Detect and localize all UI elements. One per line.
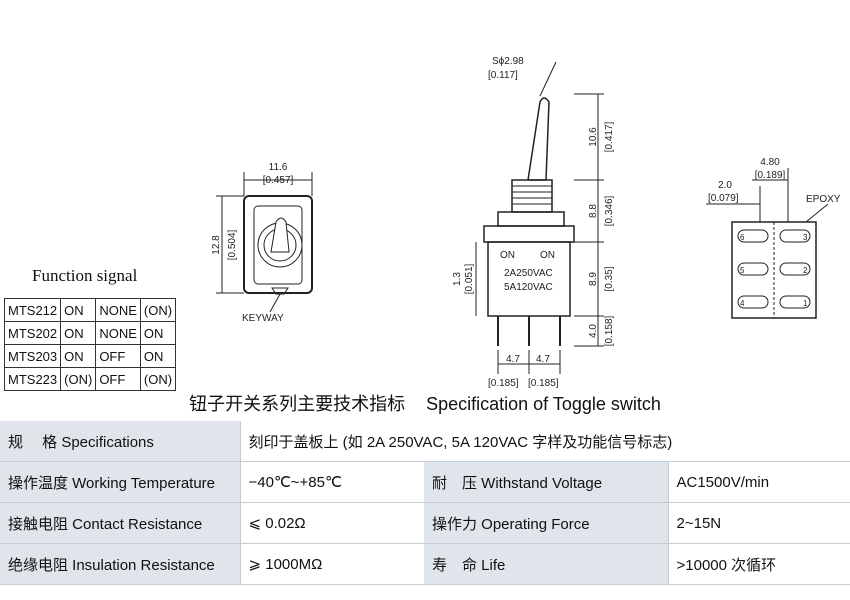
dim-pitch-b-inch: [0.185] xyxy=(528,378,559,389)
dim-thread-length: 8.8 xyxy=(588,204,599,218)
bottom-view xyxy=(706,168,829,319)
signal-cell: NONE xyxy=(95,321,141,345)
pin-5-label: 5 xyxy=(740,266,745,275)
dim-stem-diameter: Sϕ2.98 xyxy=(492,56,524,67)
function-signal-title: Function signal xyxy=(32,266,138,285)
table-row: 规 格 Specifications 刻印于盖板上 (如 2A 250VAC, … xyxy=(0,421,850,462)
dim-pitch-a: 4.7 xyxy=(506,354,520,365)
signal-cell: ON xyxy=(60,321,97,345)
spec-title-cn: 钮子开关系列主要技术指标 xyxy=(189,394,406,414)
dim-pitch-b: 4.7 xyxy=(536,354,550,365)
spec-value: AC1500V/min xyxy=(667,461,850,503)
spec-label: 规 格 Specifications xyxy=(0,421,240,462)
signal-cell: (ON) xyxy=(139,298,177,322)
dim-pin-length-inch: [0.158] xyxy=(604,315,615,346)
spec-value: 2~15N xyxy=(667,502,850,544)
dim-pin-offset-inch: [0.079] xyxy=(708,193,739,204)
body-rating-2: 5A120VAC xyxy=(504,282,553,293)
keyway-label: KEYWAY xyxy=(242,313,284,324)
spec-value: >10000 次循环 xyxy=(667,543,850,585)
spec-table: 规 格 Specifications 刻印于盖板上 (如 2A 250VAC, … xyxy=(0,421,850,585)
pin-3-label: 3 xyxy=(803,233,808,242)
signal-cell: ON xyxy=(60,298,97,322)
spec-value: ⩾ 1000MΩ xyxy=(239,543,424,585)
dim-height: 12.8 xyxy=(211,235,222,255)
epoxy-label: EPOXY xyxy=(806,194,841,205)
model-cell: MTS212 xyxy=(3,298,62,322)
dim-lever-length: 10.6 xyxy=(588,127,599,147)
body-rating-1: 2A250VAC xyxy=(504,268,553,279)
table-row: 接触电阻 Contact Resistance ⩽ 0.02Ω 操作力 Oper… xyxy=(0,502,850,544)
signal-cell: ON xyxy=(60,344,97,368)
dim-body-length-inch: [0.35] xyxy=(604,266,615,291)
spec-label: 操作温度 Working Temperature xyxy=(0,461,240,503)
spec-title-en: Specification of Toggle switch xyxy=(426,394,661,414)
pin-4-label: 4 xyxy=(740,299,745,308)
dim-pin-offset: 2.0 xyxy=(718,180,732,191)
dim-pitch-a-inch: [0.185] xyxy=(488,378,519,389)
spec-label: 操作力 Operating Force xyxy=(424,502,668,544)
dim-width-inch: [0.457] xyxy=(263,175,294,186)
dim-width: 11.6 xyxy=(269,162,288,173)
dim-height-inch: [0.504] xyxy=(227,229,238,260)
signal-cell: NONE xyxy=(95,298,141,322)
dim-pin-spacing: 4.80 xyxy=(760,157,780,168)
spec-value: ⩽ 0.02Ω xyxy=(239,502,424,544)
pin-1-label: 1 xyxy=(803,299,808,308)
dim-lever-length-inch: [0.417] xyxy=(604,121,615,152)
table-row: MTS203 ON OFF ON xyxy=(3,344,177,368)
signal-cell: ON xyxy=(139,344,177,368)
spec-title: 钮子开关系列主要技术指标 Specification of Toggle swi… xyxy=(0,390,850,416)
signal-cell: (ON) xyxy=(60,367,97,391)
pin-6-label: 6 xyxy=(740,233,745,242)
signal-cell: (ON) xyxy=(139,367,177,391)
body-on-left: ON xyxy=(500,250,515,261)
side-view xyxy=(475,61,604,374)
table-row: 绝缘电阻 Insulation Resistance ⩾ 1000MΩ 寿 命 … xyxy=(0,543,850,585)
model-cell: MTS223 xyxy=(3,367,62,391)
table-row: 操作温度 Working Temperature −40℃~+85℃ 耐 压 W… xyxy=(0,461,850,503)
table-row: MTS202 ON NONE ON xyxy=(3,321,177,345)
table-row: MTS212 ON NONE (ON) xyxy=(3,298,177,322)
dim-pin-length: 4.0 xyxy=(588,324,599,338)
spec-label: 耐 压 Withstand Voltage xyxy=(424,461,668,503)
dim-pin-spacing-inch: [0.189] xyxy=(755,170,786,181)
dim-shoulder: 1.3 xyxy=(452,272,463,286)
spec-label: 寿 命 Life xyxy=(424,543,668,585)
spec-value: 刻印于盖板上 (如 2A 250VAC, 5A 120VAC 字样及功能信号标志… xyxy=(239,421,850,462)
table-row: MTS223 (ON) OFF (ON) xyxy=(3,367,177,391)
signal-cell: OFF xyxy=(95,344,141,368)
spec-label: 接触电阻 Contact Resistance xyxy=(0,502,240,544)
signal-cell: ON xyxy=(139,321,177,345)
technical-drawing: 11.6 [0.457] 12.8 [0.504] KEYWAY Sϕ2.98 … xyxy=(211,56,841,389)
signal-cell: OFF xyxy=(95,367,141,391)
model-cell: MTS203 xyxy=(3,344,62,368)
dim-thread-length-inch: [0.346] xyxy=(604,195,615,226)
function-signal-table: MTS212 ON NONE (ON) MTS202 ON NONE ON MT… xyxy=(3,298,177,391)
model-cell: MTS202 xyxy=(3,321,62,345)
pin-2-label: 2 xyxy=(803,266,808,275)
dim-body-length: 8.9 xyxy=(588,272,599,286)
body-on-right: ON xyxy=(540,250,555,261)
top-view xyxy=(216,172,313,313)
dim-stem-diameter-inch: [0.117] xyxy=(488,70,518,81)
spec-label: 绝缘电阻 Insulation Resistance xyxy=(0,543,240,585)
dim-shoulder-inch: [0.051] xyxy=(464,263,475,294)
spec-value: −40℃~+85℃ xyxy=(239,461,424,503)
